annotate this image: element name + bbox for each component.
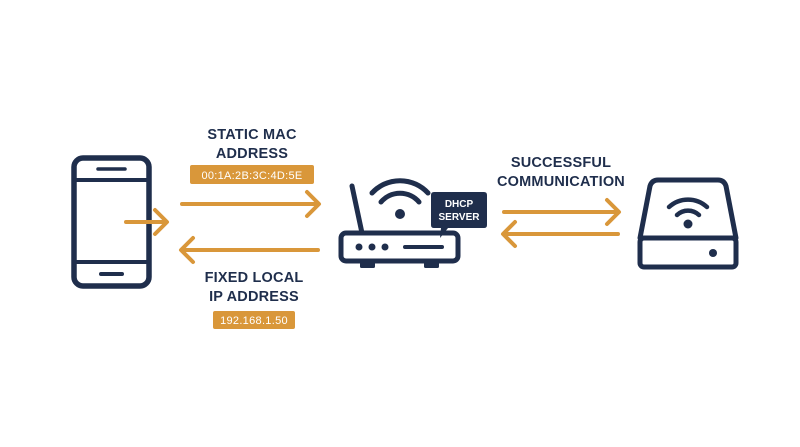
static-mac-label-line1: STATIC MAC	[207, 127, 297, 143]
success-label-line2: COMMUNICATION	[497, 174, 625, 190]
phone-outgoing-arrow	[124, 208, 169, 236]
mac-value-text: 00:1A:2B:3C:4D:5E	[201, 170, 302, 182]
arrow-to-drive	[502, 198, 621, 226]
arrow-to-phone	[179, 236, 320, 264]
fixed-ip-label-line1: FIXED LOCAL	[205, 270, 304, 286]
drive-wifi-icon	[666, 197, 710, 229]
dhcp-label-line1: DHCP	[445, 199, 474, 210]
ip-value-text: 192.168.1.50	[220, 315, 288, 327]
mac-value-badge: 00:1A:2B:3C:4D:5E	[190, 165, 314, 184]
dhcp-label-line2: SERVER	[439, 212, 481, 223]
fixed-ip-label-line2: IP ADDRESS	[209, 289, 299, 305]
dhcp-server-badge: DHCP SERVER	[431, 192, 487, 238]
wifi-router-icon	[338, 178, 461, 268]
router-wifi-icon	[369, 178, 431, 219]
success-label-line1: SUCCESSFUL	[511, 155, 611, 171]
arrow-from-drive	[501, 220, 620, 248]
ip-value-badge: 192.168.1.50	[213, 311, 295, 329]
storage-drive-icon	[637, 177, 739, 270]
arrow-to-router	[180, 190, 321, 218]
static-mac-label-line2: ADDRESS	[216, 146, 288, 162]
